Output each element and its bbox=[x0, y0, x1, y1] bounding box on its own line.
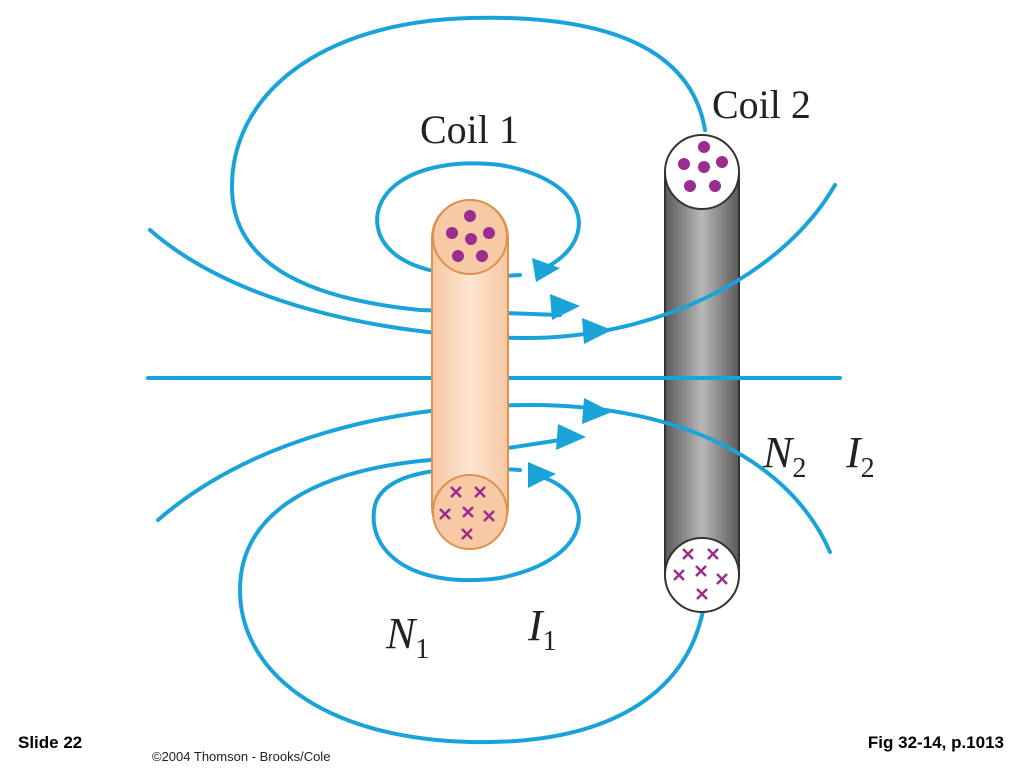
coil-1-label: Coil 1 bbox=[420, 107, 519, 152]
figure-reference: Fig 32-14, p.1013 bbox=[867, 733, 1004, 752]
coil-2-body bbox=[664, 172, 740, 576]
arrowhead bbox=[550, 294, 580, 320]
field-line-inner-top bbox=[375, 161, 581, 279]
field-line-outer-top bbox=[229, 15, 707, 317]
coil-1-bottom-section bbox=[432, 474, 508, 550]
arrowhead bbox=[528, 462, 556, 488]
coil-2-bottom-section bbox=[664, 537, 740, 613]
field-line-inner-bottom bbox=[371, 466, 581, 583]
coil-1-dots bbox=[446, 210, 495, 262]
arrowhead bbox=[556, 424, 586, 450]
coil-2-crosses bbox=[673, 548, 728, 600]
arrowhead bbox=[532, 258, 560, 282]
n1-label: N1 bbox=[385, 609, 429, 665]
arrowhead bbox=[582, 318, 612, 344]
i1-label: I1 bbox=[527, 601, 557, 657]
field-line-outer-bottom bbox=[237, 438, 707, 745]
coil-2-label: Coil 2 bbox=[712, 82, 811, 127]
copyright-text: ©2004 Thomson - Brooks/Cole bbox=[152, 749, 331, 764]
i2-label: I2 bbox=[845, 428, 875, 484]
n2-label: N2 bbox=[762, 428, 806, 484]
slide-number: Slide 22 bbox=[18, 733, 83, 752]
field-line-open-bottom bbox=[156, 402, 832, 554]
arrowhead bbox=[582, 398, 612, 424]
field-arrowheads bbox=[528, 258, 612, 488]
field-line-open-top bbox=[148, 183, 837, 341]
coil-1-crosses bbox=[439, 486, 495, 540]
coil-2-dots bbox=[678, 141, 728, 192]
